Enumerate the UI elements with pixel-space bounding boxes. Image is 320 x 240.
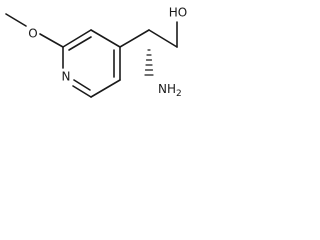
bond-c4-chiral — [119, 29, 150, 48]
substituent-bonds — [5, 13, 178, 76]
amine-text: NH — [158, 82, 176, 96]
bond-c2-c3 — [62, 29, 92, 48]
bond-c5-c6 — [90, 79, 121, 98]
amine-subscript: 2 — [176, 89, 182, 99]
bond-c6-n1 — [72, 85, 92, 98]
chemical-structure: O N HO NH2 — [5, 6, 187, 99]
amine-label: NH2 — [158, 82, 182, 99]
hashed-wedge-bond — [144, 49, 154, 76]
bond-c3-c4 — [90, 29, 121, 48]
hydroxyl-label: HO — [169, 6, 187, 20]
bond-c2-o — [39, 33, 64, 48]
bond-o-ch3 — [5, 13, 27, 27]
methoxy-oxygen-label: O — [28, 27, 37, 41]
double-bond-c6-n1 — [73, 79, 91, 91]
atom-labels: O N HO NH2 — [28, 6, 187, 99]
ring-bonds — [62, 29, 121, 98]
double-bond-c2-c3 — [68, 36, 92, 51]
bond-chiral-ch2 — [148, 29, 178, 48]
ring-nitrogen-label: N — [62, 70, 71, 84]
